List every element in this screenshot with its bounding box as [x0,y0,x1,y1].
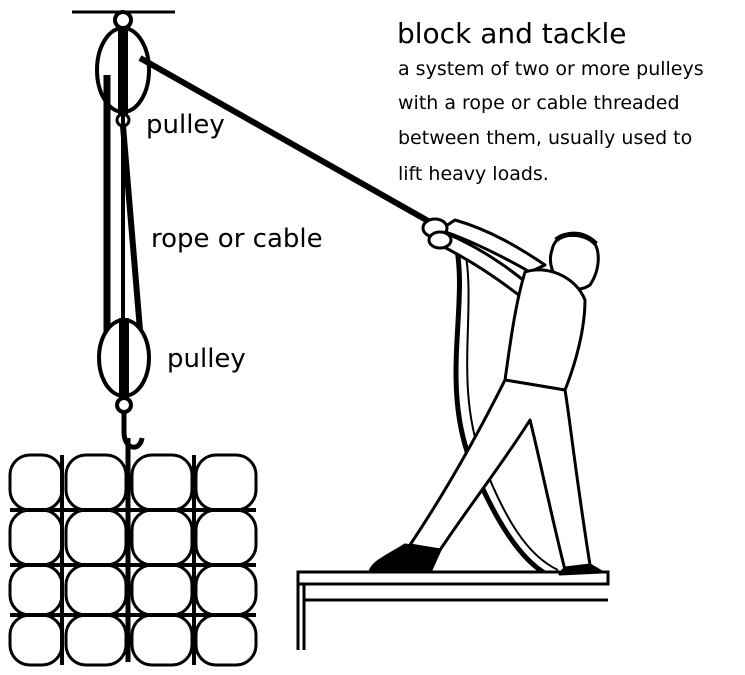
hook [121,412,145,450]
definition-line-3: between them, usually used to [398,127,693,149]
bottom-pulley [97,318,151,414]
definition-line-1: a system of two or more pulleys [398,58,704,80]
label-top-pulley: pulley [146,110,225,140]
platform [296,570,610,650]
ceiling-hook-ring [113,10,133,30]
man-pulling-rope [368,217,604,576]
diagram-title: block and tackle [397,17,627,50]
label-bottom-pulley: pulley [167,344,246,374]
label-rope-or-cable: rope or cable [151,224,323,254]
load-bale [8,453,258,667]
rope-strands [103,75,143,340]
definition-line-2: with a rope or cable threaded [398,92,680,114]
definition-line-4: lift heavy loads. [398,163,549,185]
